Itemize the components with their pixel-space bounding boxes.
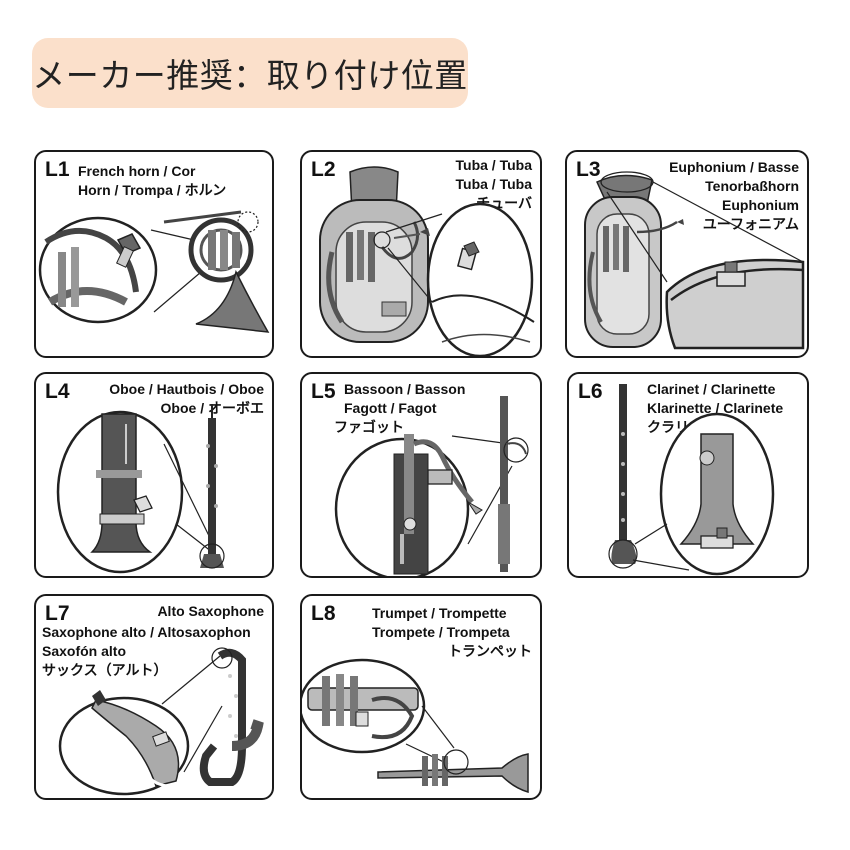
euphonium-illustration (584, 171, 805, 350)
instrument-names-left: Saxophone alto / Altosaxophon Saxofón al… (42, 623, 251, 680)
card-oboe: L4 Oboe / Hautbois / Oboe Oboe / オーボエ (34, 372, 274, 578)
card-code: L6 (578, 380, 603, 403)
oboe-illustration (56, 404, 225, 574)
card-code: L3 (576, 158, 601, 181)
name-line: Alto Saxophone (157, 603, 264, 619)
card-code: L1 (45, 158, 70, 181)
card-clarinet: L6 Clarinet / Clarinette Klarinette / Cl… (567, 372, 809, 578)
name-line: Tuba / Tuba (455, 157, 532, 173)
name-line: Trumpet / Trompette (372, 605, 507, 621)
page-title-banner: メーカー推奨：取り付け位置 (32, 38, 468, 108)
name-line: Fagott / Fagot (344, 400, 437, 416)
name-line: Euphonium (722, 197, 799, 213)
name-line: Saxophone alto / Altosaxophon (42, 624, 251, 640)
card-euphonium: L3 Euphonium / Basse Tenorbaßhorn Euphon… (565, 150, 809, 358)
name-line: Klarinette / Clarinete (647, 400, 784, 416)
card-tuba: L2 Tuba / Tuba Tuba / Tuba チューバ (300, 150, 542, 358)
instrument-names: Trumpet / Trompette Trompete / Trompeta … (372, 604, 532, 661)
instrument-names: Bassoon / Basson Fagott / Fagot ファゴット (334, 380, 466, 437)
name-line: Saxofón alto (42, 643, 127, 659)
card-code: L2 (311, 158, 336, 181)
instrument-names: Alto Saxophone (157, 602, 264, 621)
name-line: Trompete / Trompeta (372, 624, 510, 640)
name-line: ファゴット (334, 419, 404, 435)
name-line: French horn / Cor (78, 163, 196, 179)
page-title: メーカー推奨：取り付け位置 (32, 56, 468, 95)
clarinet-illustration (608, 384, 775, 576)
bassoon-illustration (334, 396, 529, 576)
name-line: サックス（アルト） (42, 662, 168, 678)
card-code: L5 (311, 380, 336, 403)
french-horn-illustration (38, 210, 270, 333)
name-line: Bassoon / Basson (344, 381, 466, 397)
name-line: Tuba / Tuba (455, 176, 532, 192)
name-line: トランペット (448, 643, 532, 659)
alto-saxophone-illustration (58, 647, 264, 796)
name-line: Clarinet / Clarinette (647, 381, 776, 397)
card-french-horn: L1 French horn / Cor Horn / Trompa / ホルン (34, 150, 274, 358)
name-line: ユーフォニアム (702, 216, 799, 232)
card-trumpet: L8 Trumpet / Trompette Trompete / Trompe… (300, 594, 542, 800)
trumpet-illustration (302, 658, 529, 793)
name-line: Oboe / Hautbois / Oboe (109, 381, 264, 397)
tuba-illustration (319, 166, 535, 356)
instrument-names: Euphonium / Basse Tenorbaßhorn Euphonium… (669, 158, 799, 234)
card-code: L4 (45, 380, 70, 403)
card-alto-saxophone: L7 Alto Saxophone Saxophone alto / Altos… (34, 594, 274, 800)
card-code: L8 (311, 602, 336, 625)
card-code: L7 (45, 602, 70, 625)
card-bassoon: L5 Bassoon / Basson Fagott / Fagot ファゴット (300, 372, 542, 578)
name-line: Horn / Trompa / ホルン (78, 182, 227, 198)
name-line: Tenorbaßhorn (705, 178, 799, 194)
name-line: Euphonium / Basse (669, 159, 799, 175)
instrument-names: French horn / Cor Horn / Trompa / ホルン (78, 162, 226, 200)
